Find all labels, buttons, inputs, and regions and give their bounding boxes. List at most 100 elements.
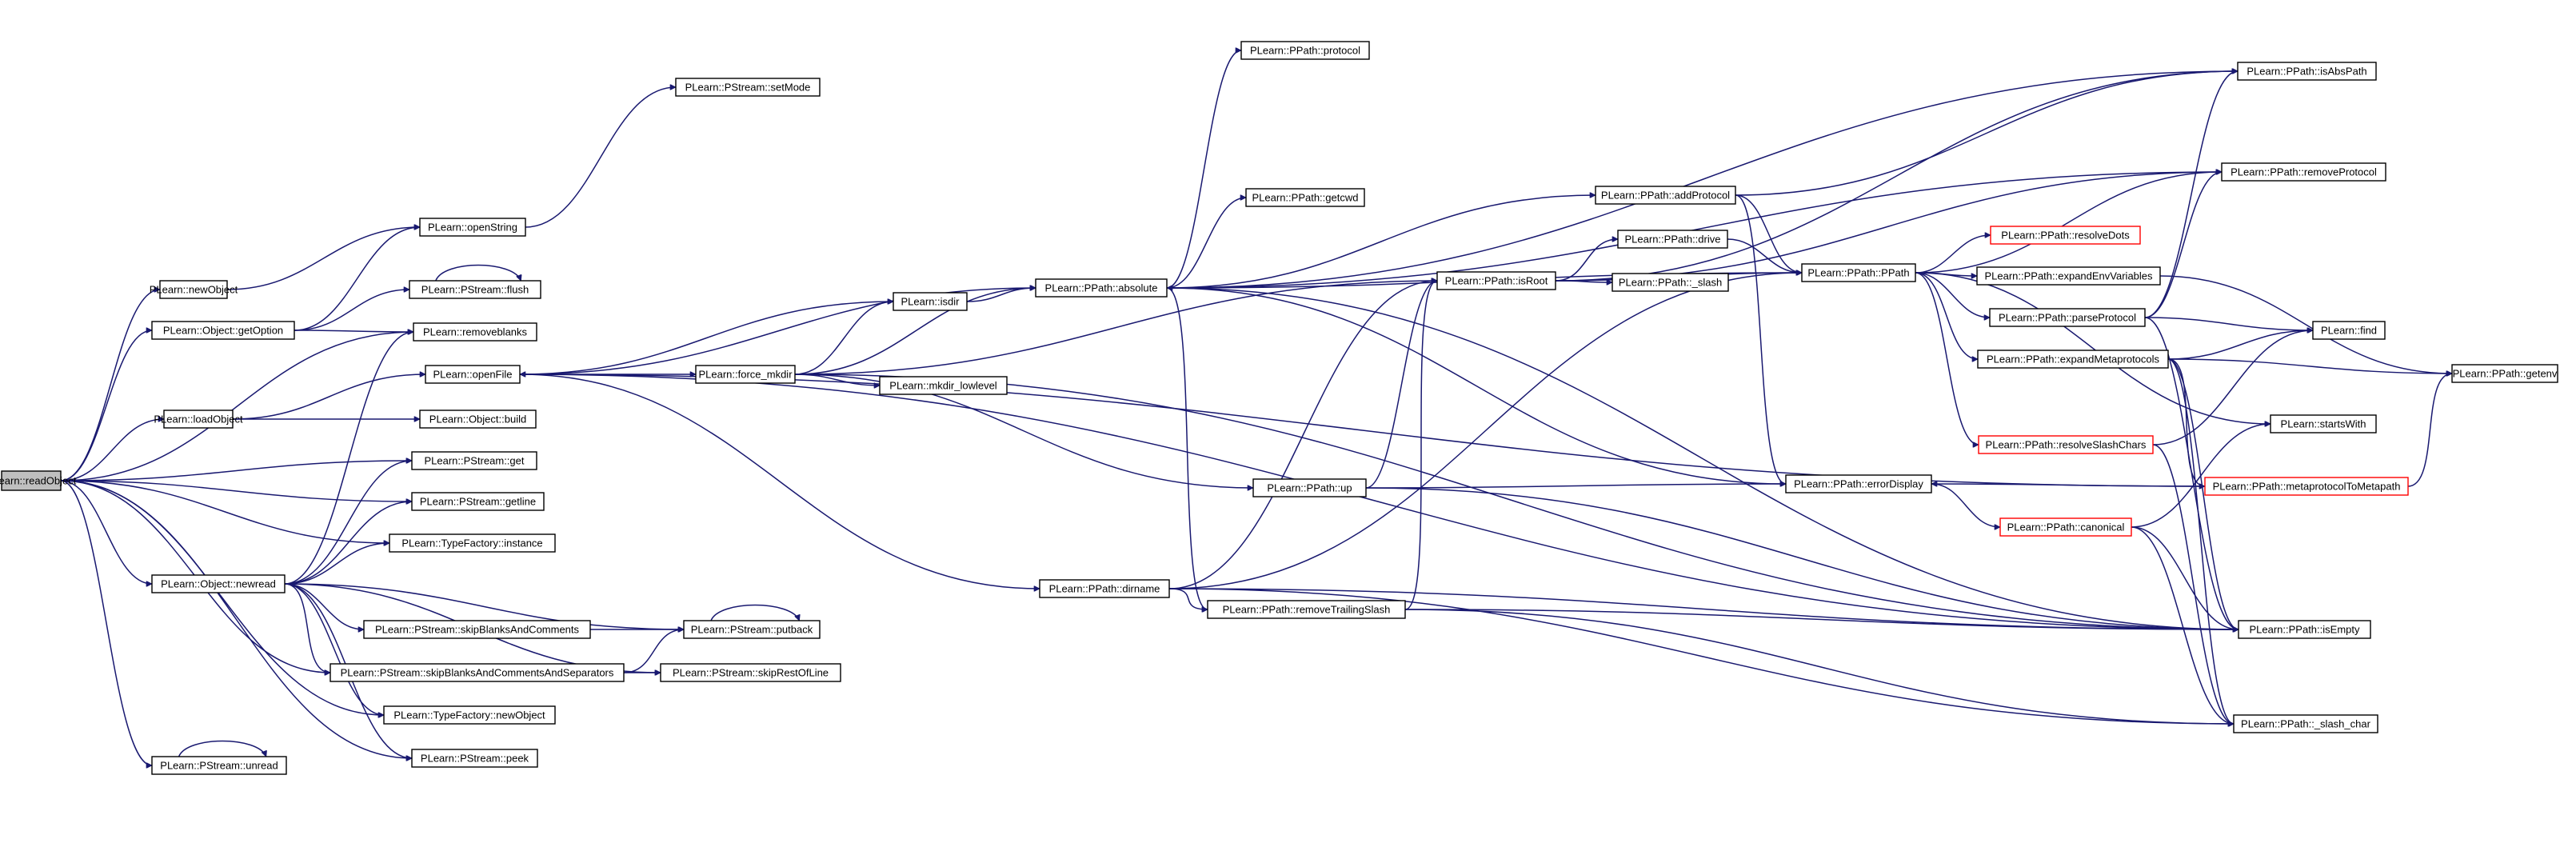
- node-label: PLearn::PPath::getcwd: [1252, 192, 1359, 204]
- node-instance[interactable]: PLearn::TypeFactory::instance: [389, 533, 556, 553]
- node-box: [2221, 162, 2386, 182]
- node-starts-with[interactable]: PLearn::startsWith: [2270, 414, 2377, 433]
- edge-read-object-to-get: [60, 461, 412, 481]
- node-box: [419, 218, 526, 237]
- node-tf-new-object[interactable]: PLearn::TypeFactory::newObject: [383, 705, 556, 725]
- node-new-object[interactable]: PLearn::newObject: [150, 280, 238, 299]
- node-getline[interactable]: PLearn::PStream::getline: [411, 492, 545, 511]
- edge-load-object-to-open-file: [232, 374, 425, 420]
- node-parse-protocol[interactable]: PLearn::PPath::parseProtocol: [1989, 308, 2146, 327]
- node-load-object[interactable]: PLearn::loadObject: [154, 410, 243, 429]
- node-box: [411, 749, 538, 768]
- node-label: PLearn::TypeFactory::newObject: [393, 709, 545, 721]
- node-peek[interactable]: PLearn::PStream::peek: [411, 749, 538, 768]
- node-dirname[interactable]: PLearn::PPath::dirname: [1039, 579, 1170, 598]
- node-find[interactable]: PLearn::find: [2312, 321, 2386, 340]
- node-is-empty[interactable]: PLearn::PPath::isEmpty: [2238, 620, 2371, 639]
- node-absolute[interactable]: PLearn::PPath::absolute: [1035, 278, 1168, 298]
- node-box: [2312, 321, 2386, 340]
- node-add-protocol[interactable]: PLearn::PPath::addProtocol: [1595, 186, 1736, 205]
- node-box: [2237, 62, 2377, 81]
- node-box: [425, 365, 521, 384]
- node-box: [151, 574, 286, 593]
- edge-resolve-slash-chars-to-find: [2152, 330, 2313, 445]
- node-label: PLearn::force_mkdir: [698, 369, 793, 381]
- node-mkdir-lowlevel[interactable]: PLearn::mkdir_lowlevel: [879, 376, 1008, 395]
- node-get[interactable]: PLearn::PStream::get: [411, 451, 537, 470]
- node-label: PLearn::PPath::_slash_char: [2241, 718, 2371, 730]
- node-box: [1039, 579, 1170, 598]
- edge-ppath-ctor-to-starts-with: [1915, 272, 2270, 424]
- node-expand-metaprotocols[interactable]: PLearn::PPath::expandMetaprotocols: [1977, 350, 2169, 369]
- node-label: PLearn::openString: [428, 222, 517, 234]
- edge-read-object-to-removeblanks: [60, 332, 413, 481]
- edge-absolute-to-getcwd: [1166, 198, 1246, 289]
- node-remove-protocol[interactable]: PLearn::PPath::removeProtocol: [2221, 162, 2386, 182]
- node-open-file[interactable]: PLearn::openFile: [425, 365, 521, 384]
- node-box: [660, 663, 841, 682]
- node-skip-bacs[interactable]: PLearn::PStream::skipBlanksAndCommentsAn…: [329, 663, 625, 682]
- node-flush[interactable]: PLearn::PStream::flush: [409, 280, 541, 299]
- edge-read-object-to-load-object: [60, 419, 164, 481]
- node-removeblanks[interactable]: PLearn::removeblanks: [413, 322, 537, 342]
- node-box: [1436, 271, 1556, 290]
- edge-newread-to-tf-new-object: [284, 583, 384, 715]
- node-box: [383, 705, 556, 725]
- edge-dirname-to-remove-trailing-slash: [1168, 588, 1208, 609]
- node-box: [159, 280, 228, 299]
- edge-skip-bacs-to-putback: [623, 629, 684, 673]
- node-getenv[interactable]: PLearn::PPath::getenv: [2451, 364, 2558, 383]
- edge-ppath-ctor-to-parse-protocol: [1915, 272, 1990, 318]
- node-read-object[interactable]: PLearn::readObject: [0, 470, 77, 491]
- node-label: PLearn::PPath::getenv: [2453, 368, 2558, 380]
- node-ppath-ctor[interactable]: PLearn::PPath::PPath: [1801, 263, 1916, 282]
- node-box: [1207, 600, 1406, 619]
- nodes-layer: PLearn::readObjectPLearn::newObjectPLear…: [0, 41, 2558, 775]
- node-protocol[interactable]: PLearn::PPath::protocol: [1240, 41, 1370, 60]
- node-get-option[interactable]: PLearn::Object::getOption: [151, 321, 295, 340]
- node-label: PLearn::PPath::removeTrailingSlash: [1223, 604, 1391, 616]
- node-isdir[interactable]: PLearn::isdir: [893, 292, 968, 311]
- node-box: [1245, 188, 1365, 207]
- edge-force-mkdir-to-is-empty: [794, 374, 2239, 629]
- node-build[interactable]: PLearn::Object::build: [419, 410, 537, 429]
- edge-drive-to-ppath-ctor: [1727, 238, 1802, 273]
- node-open-string[interactable]: PLearn::openString: [419, 218, 526, 237]
- edge-up-to-error-display: [1365, 484, 1786, 489]
- node-force-mkdir[interactable]: PLearn::force_mkdir: [695, 365, 796, 384]
- node-remove-trailing-slash[interactable]: PLearn::PPath::removeTrailingSlash: [1207, 600, 1406, 619]
- node-expand-env-variables[interactable]: PLearn::PPath::expandEnvVariables: [1976, 266, 2161, 286]
- node-label: PLearn::PPath::absolute: [1045, 282, 1158, 294]
- node-box: [1989, 308, 2146, 327]
- node-unread[interactable]: PLearn::PStream::unread: [151, 756, 287, 775]
- node-slash[interactable]: PLearn::PPath::_slash: [1611, 273, 1729, 292]
- edge-parse-protocol-to-find: [2144, 317, 2313, 330]
- node-error-display[interactable]: PLearn::PPath::errorDisplay: [1785, 474, 1932, 493]
- node-putback[interactable]: PLearn::PStream::putback: [683, 620, 821, 639]
- node-is-root[interactable]: PLearn::PPath::isRoot: [1436, 271, 1556, 290]
- node-label: PLearn::PPath::parseProtocol: [1999, 312, 2136, 324]
- node-metaprotocol-to-metapath[interactable]: PLearn::PPath::metaprotocolToMetapath: [2204, 477, 2409, 496]
- node-slash-char[interactable]: PLearn::PPath::_slash_char: [2233, 714, 2378, 733]
- edge-get-option-to-flush: [294, 290, 409, 331]
- node-up[interactable]: PLearn::PPath::up: [1252, 478, 1367, 497]
- node-label: PLearn::PPath::protocol: [1250, 45, 1360, 57]
- node-is-abs-path[interactable]: PLearn::PPath::isAbsPath: [2237, 62, 2377, 81]
- node-getcwd[interactable]: PLearn::PPath::getcwd: [1245, 188, 1365, 207]
- edge-read-object-to-getline: [60, 480, 412, 501]
- node-label: PLearn::PStream::skipRestOfLine: [673, 667, 829, 679]
- node-skip-bac[interactable]: PLearn::PStream::skipBlanksAndComments: [363, 620, 591, 639]
- node-set-mode[interactable]: PLearn::PStream::setMode: [675, 78, 821, 97]
- node-newread[interactable]: PLearn::Object::newread: [151, 574, 286, 593]
- node-label: PLearn::PStream::skipBlanksAndCommentsAn…: [341, 667, 614, 679]
- node-label: PLearn::PPath::up: [1267, 482, 1352, 494]
- edge-newread-to-get: [284, 461, 412, 585]
- node-resolve-slash-chars[interactable]: PLearn::PPath::resolveSlashChars: [1978, 435, 2154, 454]
- edge-newread-to-getline: [284, 501, 412, 585]
- node-label: PLearn::PPath::expandEnvVariables: [1984, 270, 2153, 282]
- node-drive[interactable]: PLearn::PPath::drive: [1617, 230, 1728, 249]
- node-canonical[interactable]: PLearn::PPath::canonical: [1999, 517, 2132, 537]
- node-resolve-dots[interactable]: PLearn::PPath::resolveDots: [1990, 226, 2141, 245]
- edge-parse-protocol-to-remove-protocol: [2144, 172, 2222, 318]
- node-skip-rest-of-line[interactable]: PLearn::PStream::skipRestOfLine: [660, 663, 841, 682]
